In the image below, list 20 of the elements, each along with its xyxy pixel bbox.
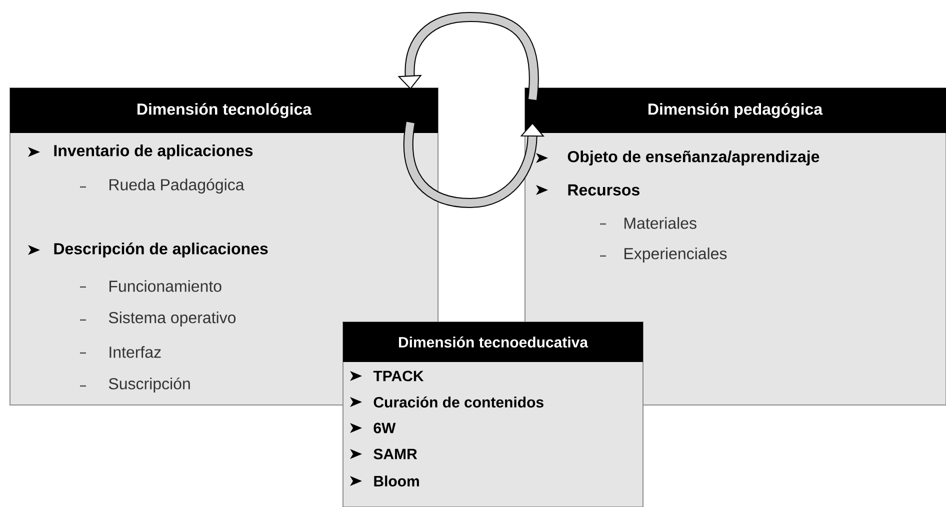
list-item: Objeto de enseñanza/aprendizaje [568,150,820,166]
list-item: Descripción de aplicaciones [54,242,268,258]
list-subitem: Funcionamiento [110,280,222,292]
list-subitem: Rueda Padagógica [110,178,244,194]
list-item: Curación de contenidos [374,396,544,408]
list-subitem: Sistema operativo [108,312,236,326]
list-item: TPACK [373,370,424,382]
list-item: Bloom [374,476,419,486]
list-item: Inventario de aplicaciones [54,144,253,160]
header-text: Dimensión pedagógica [648,102,823,118]
list-item: SAMR [374,448,418,460]
panel-box [342,322,644,507]
list-item: Recursos [568,184,640,196]
list-subitem: Experienciales [624,248,727,262]
list-subitem: Materiales [624,217,696,229]
header-text: Dimensión tecnológica [138,102,312,118]
list-subitem: Suscripción [108,377,190,393]
list-item: 6W [374,422,396,434]
header-text: Dimensión tecnoeducativa [398,336,588,348]
list-subitem: Interfaz [110,346,161,358]
